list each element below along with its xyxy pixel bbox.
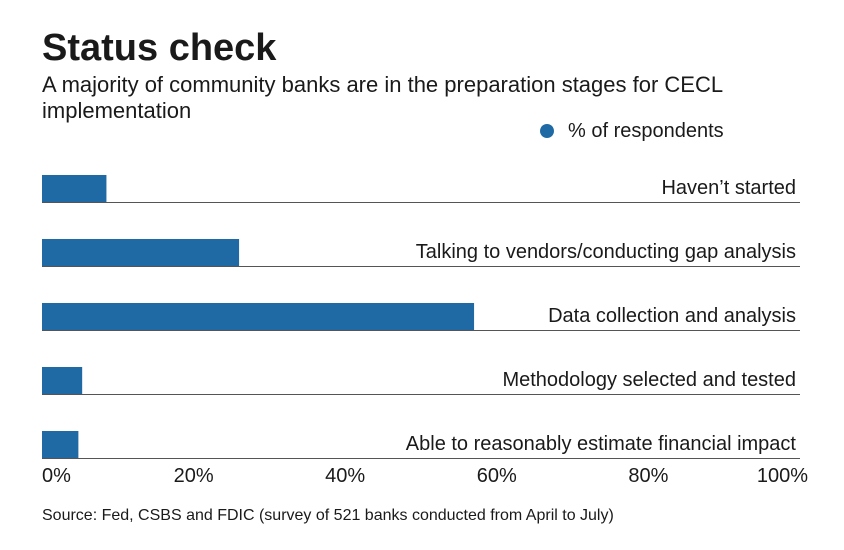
bar — [42, 175, 107, 202]
category-label: Able to reasonably estimate financial im… — [406, 433, 797, 455]
chart-subtitle: A majority of community banks are in the… — [42, 72, 723, 123]
bar — [42, 431, 79, 458]
x-tick-label: 20% — [174, 465, 214, 487]
category-label: Haven’t started — [661, 177, 796, 199]
x-tick-label: 0% — [42, 465, 71, 487]
bar — [42, 367, 83, 394]
legend-label: % of respondents — [568, 120, 724, 142]
bar — [42, 303, 475, 330]
x-tick-label: 40% — [325, 465, 365, 487]
category-label: Talking to vendors/conducting gap analys… — [416, 241, 796, 263]
x-tick-label: 80% — [628, 465, 668, 487]
x-tick-label: 100% — [757, 465, 808, 487]
category-label: Methodology selected and tested — [502, 369, 796, 391]
bar — [42, 239, 240, 266]
chart-title: Status check — [42, 27, 277, 69]
source-note: Source: Fed, CSBS and FDIC (survey of 52… — [42, 507, 614, 524]
x-tick-label: 60% — [477, 465, 517, 487]
legend: % of respondents — [540, 118, 724, 144]
category-label: Data collection and analysis — [548, 305, 796, 327]
legend-swatch — [540, 124, 554, 138]
